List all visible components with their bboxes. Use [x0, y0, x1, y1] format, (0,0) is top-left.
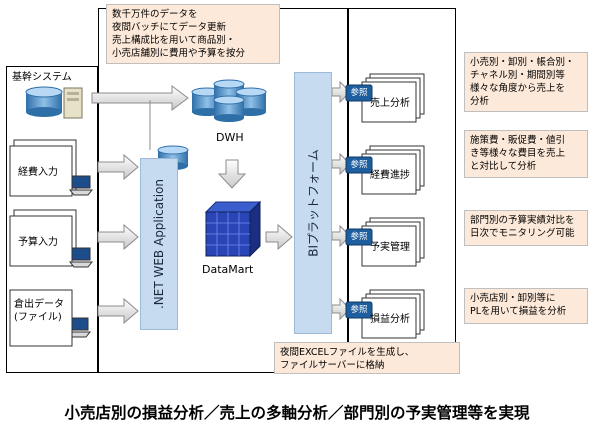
right-note-4: 小売店別・卸別等に PLを用いて損益を分析 — [464, 288, 588, 324]
pc-icon — [68, 175, 94, 196]
diagram-caption: 小売店別の損益分析／売上の多軸分析／部門別の予実管理等を実現 — [64, 404, 530, 422]
report-profit-loss: 損益分析 — [370, 314, 410, 325]
right-note-2: 施策費・販促費・値引 き等様々な費目を売上 と対比して分析 — [464, 130, 588, 178]
budget-input-label: 予算入力 — [18, 237, 58, 248]
report-budget-actual: 予実管理 — [370, 242, 410, 253]
pc-icon — [68, 247, 94, 268]
right-note-3: 部門別の予算実績対比を 日次でモニタリング可能 — [464, 210, 588, 246]
shipment-data-label: 倉出データ (ファイル) — [14, 299, 64, 323]
ref-badge-1: 参照 — [350, 88, 368, 98]
dotnet-app-bar: .NET WEB Application — [140, 158, 178, 330]
bi-platform-bar: BIプラットフォーム — [294, 72, 332, 334]
right-note-1: 小売別・卸別・帳合別・ チャネル別・期間別等 様々な角度から売上を 分析 — [464, 52, 588, 112]
expense-input-label: 経費入力 — [18, 167, 58, 178]
excel-note: 夜間EXCELファイルを生成し、 ファイルサーバーに格納 — [274, 342, 460, 374]
server-icon — [63, 87, 83, 119]
ref-badge-4: 参照 — [350, 305, 368, 315]
datamart-cube-icon — [204, 200, 262, 258]
dwh-database-icon — [191, 79, 267, 122]
datamart-label: DataMart — [202, 263, 254, 276]
report-sales-analysis: 売上分析 — [370, 98, 410, 109]
batch-note: 数千万件のデータを 夜間バッチにてデータ更新 売上構成比を用いて商品別・ 小売店… — [106, 4, 280, 64]
ref-badge-2: 参照 — [350, 160, 368, 170]
core-system-label: 基幹システム — [12, 72, 72, 83]
report-expense-progress: 経費進捗 — [370, 170, 410, 181]
dwh-label: DWH — [216, 131, 244, 144]
ref-badge-3: 参照 — [350, 232, 368, 242]
dotnet-app-label: .NET WEB Application — [152, 178, 166, 310]
pc-icon — [66, 317, 92, 338]
database-icon — [25, 86, 63, 117]
bi-platform-label: BIプラットフォーム — [306, 149, 321, 257]
